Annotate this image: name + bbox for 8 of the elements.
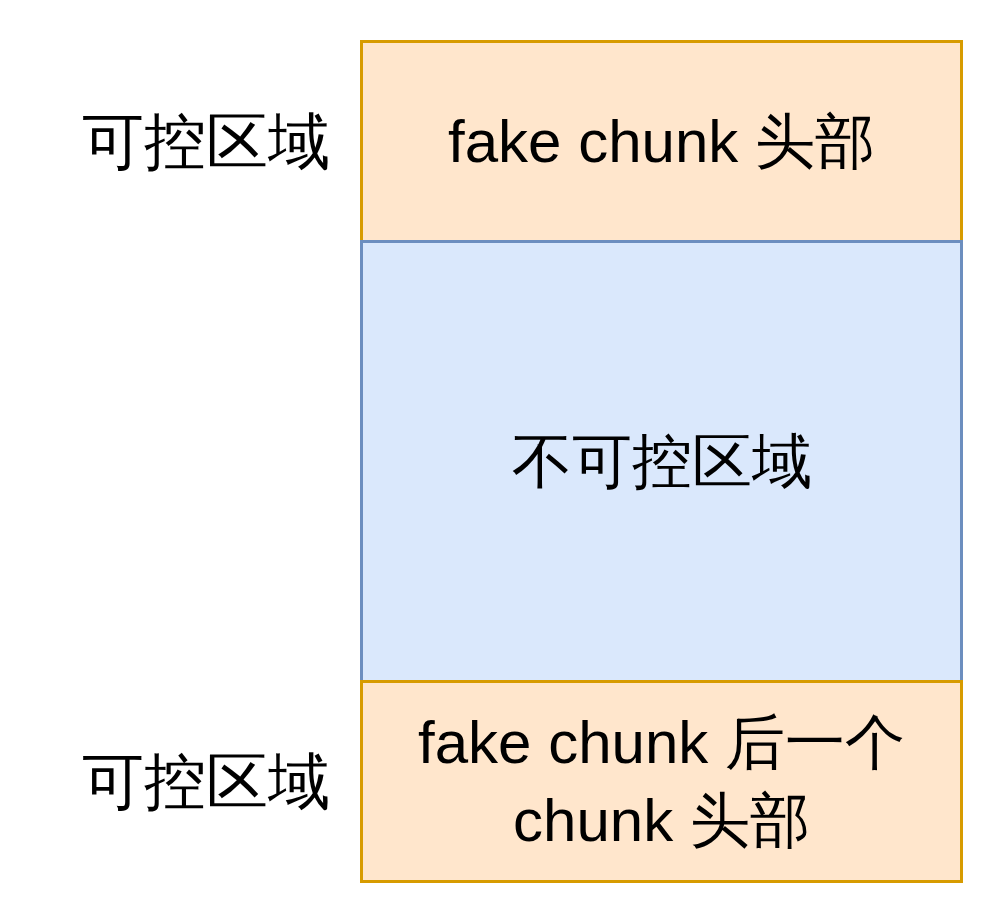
region-label: 可控区域 xyxy=(82,745,330,818)
region-label: 可控区域 xyxy=(82,105,330,178)
memory-block xyxy=(360,680,963,883)
block-label: fake chunk 后一个 chunk 头部 xyxy=(417,707,906,856)
block-label: fake chunk 头部 xyxy=(448,106,875,177)
block-label: 不可控区域 xyxy=(511,426,812,497)
memory-block xyxy=(360,240,963,683)
memory-block xyxy=(360,40,963,243)
